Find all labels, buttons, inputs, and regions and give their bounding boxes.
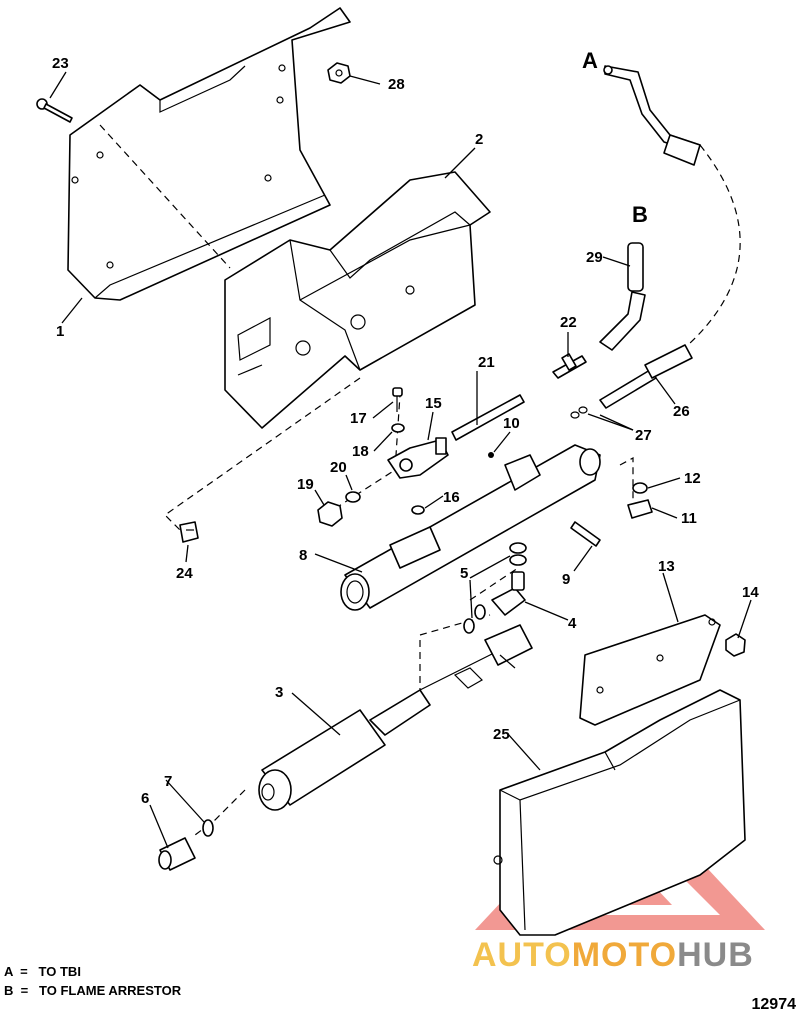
housing-2 (224, 171, 491, 429)
fitting-11 (627, 499, 653, 519)
marker-a: A (582, 48, 598, 73)
callout-12: 12 (684, 470, 701, 487)
oring-5d (474, 604, 486, 620)
bracket-1 (67, 7, 351, 301)
washer-18 (391, 423, 405, 433)
callout-11: 11 (681, 510, 697, 527)
nut-28 (327, 62, 351, 84)
centerline-12 (619, 456, 634, 500)
callout-10: 10 (503, 415, 520, 432)
washer-20 (345, 491, 361, 503)
centerline-5 (469, 567, 519, 601)
rod-21 (451, 394, 525, 441)
callout-26: 26 (673, 403, 690, 420)
callout-17: 17 (350, 410, 367, 427)
centerline-a-hose (649, 144, 741, 376)
hose-29 (599, 242, 646, 351)
screw-9 (570, 521, 601, 547)
centerline-3 (419, 614, 491, 695)
callout-23: 23 (52, 55, 69, 72)
fitting-6 (158, 837, 196, 871)
callout-5: 5 (460, 565, 468, 582)
leader-lines (49, 71, 752, 849)
oring-5b (509, 554, 527, 566)
callout-16: 16 (443, 489, 460, 506)
callout-9: 9 (562, 571, 570, 588)
watermark-logo: AUTOMOTOHUB (472, 936, 754, 975)
callout-1: 1 (56, 323, 64, 340)
callout-6: 6 (141, 790, 149, 807)
bolt-24 (179, 521, 199, 543)
screw-17 (392, 387, 403, 412)
fuel-rail-8 (340, 444, 601, 611)
callout-8: 8 (299, 547, 307, 564)
fuel-pump-3 (258, 624, 533, 811)
callout-14: 14 (742, 584, 759, 601)
bracket-13 (579, 614, 721, 726)
marker-b: B (632, 202, 648, 227)
cover-25 (493, 689, 746, 936)
callout-25: 25 (493, 726, 510, 743)
centerline-bracket (99, 124, 231, 269)
legend-b: B = TO FLAME ARRESTOR (4, 983, 182, 998)
callout-13: 13 (658, 558, 675, 575)
centerline-6 (194, 789, 246, 836)
callout-3: 3 (275, 684, 283, 701)
callout-27: 27 (635, 427, 652, 444)
callout-18: 18 (352, 443, 369, 460)
ball-10 (488, 452, 494, 458)
watermark-part-1: AUTO (472, 936, 572, 974)
figure-number: 12974 (751, 996, 797, 1013)
callout-19: 19 (297, 476, 314, 493)
callout-29: 29 (586, 249, 603, 266)
nut-19 (317, 501, 343, 527)
callout-7: 7 (164, 773, 172, 790)
fuel-line-a (603, 65, 701, 166)
callout-2: 2 (475, 131, 483, 148)
fitting-22 (552, 353, 587, 379)
valve-15 (387, 437, 449, 479)
watermark-part-3: HUB (677, 936, 754, 974)
callout-15: 15 (425, 395, 442, 412)
callout-labels: 23 28 2 1 29 22 21 26 27 15 17 18 10 20 … (52, 48, 759, 807)
callout-4: 4 (568, 615, 577, 632)
callout-28: 28 (388, 76, 405, 93)
fitting-26 (570, 344, 693, 419)
oring-5c (463, 618, 475, 634)
legend-a: A = TO TBI (4, 964, 81, 979)
centerline-24 (164, 377, 361, 536)
oring-5a (509, 542, 527, 554)
nut-14 (725, 633, 746, 657)
watermark-part-2: MOTO (571, 936, 678, 974)
oring-12 (632, 482, 648, 494)
callout-22: 22 (560, 314, 577, 331)
callout-21: 21 (478, 354, 495, 371)
screw-23 (36, 98, 73, 123)
callout-20: 20 (330, 459, 347, 476)
oring-7 (202, 819, 214, 837)
callout-24: 24 (176, 565, 193, 582)
fitting-4 (491, 571, 526, 616)
oring-16 (411, 505, 425, 515)
